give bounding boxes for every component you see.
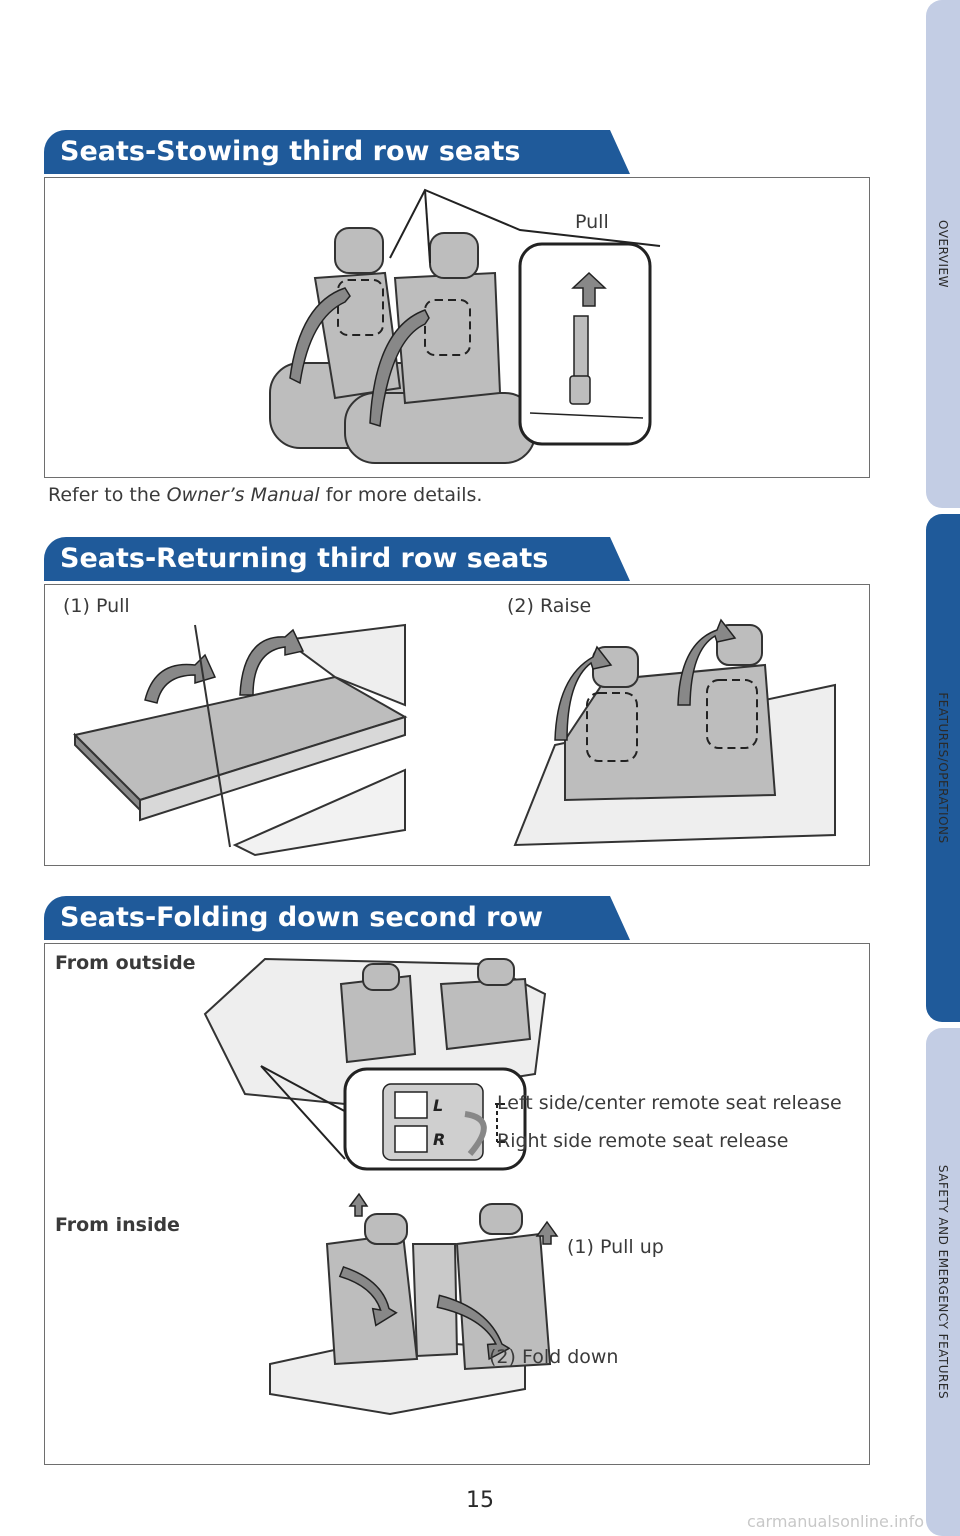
from-outside-label: From outside [55,952,196,974]
seat-folding-illustration: L R [203,957,559,1416]
illustration-panel-returning: (1) Pull (2) Raise [44,584,870,866]
side-tab-label: FEATURES/OPERATIONS [936,692,950,844]
watermark: carmanualsonline.info [746,1512,924,1531]
step-pull-label: (1) Pull [63,595,130,617]
side-tab-label: OVERVIEW [936,220,950,288]
fold-down-label: (2) Fold down [489,1346,619,1368]
page-number: 15 [466,1488,494,1513]
side-tab-features[interactable]: FEATURES/OPERATIONS [926,514,960,1022]
left-center-release-label: Left side/center remote seat release [497,1092,842,1114]
side-tab-overview[interactable]: OVERVIEW [926,0,960,508]
pull-label: Pull [575,211,609,233]
side-tab-label: SAFETY AND EMERGENCY FEATURES [936,1164,950,1400]
side-tab-safety[interactable]: SAFETY AND EMERGENCY FEATURES [926,1028,960,1536]
manual-reference-note: Refer to the Owner’s Manual for more det… [48,484,483,506]
section-title-returning: Seats-Returning third row seats [44,537,630,581]
right-release-label: Right side remote seat release [497,1130,789,1152]
pull-up-label: (1) Pull up [567,1236,664,1258]
seat-returning-illustration [73,618,836,857]
step-raise-label: (2) Raise [507,595,592,617]
svg-text:L: L [433,1096,443,1115]
section-title-folding: Seats-Folding down second row seats [44,896,630,940]
illustration-panel-stowing: Pull [44,177,870,478]
illustration-panel-folding: L R From outside Left side/center remote… [44,943,870,1465]
seat-stowing-illustration [269,188,661,464]
from-inside-label: From inside [55,1214,180,1236]
section-title-stowing: Seats-Stowing third row seats [44,130,630,174]
owners-manual-title: Owner’s Manual [166,484,320,506]
svg-text:R: R [433,1130,445,1149]
